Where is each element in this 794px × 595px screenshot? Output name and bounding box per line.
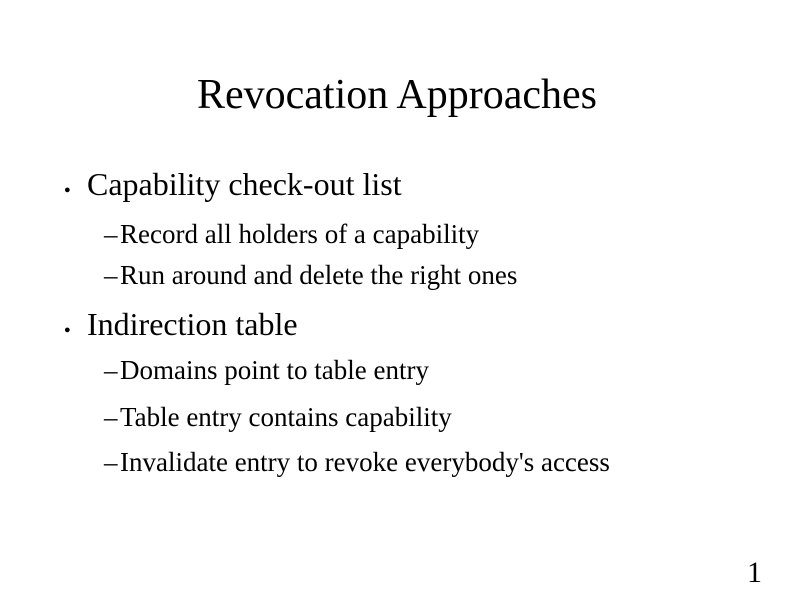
dash-icon: –	[104, 260, 118, 290]
sub-bullet-item-text: Invalidate entry to revoke everybody's a…	[120, 447, 610, 477]
bullet-icon: ●	[64, 324, 71, 336]
dash-icon: –	[104, 219, 118, 249]
sub-bullet-item: – Record all holders of a capability	[0, 221, 794, 248]
bullet-item: ● Capability check-out list	[0, 168, 794, 200]
sub-bullet-item: – Invalidate entry to revoke everybody's…	[0, 449, 794, 476]
sub-bullet-item-text: Record all holders of a capability	[120, 219, 480, 249]
bullet-item-text: Capability check-out list	[87, 166, 402, 202]
dash-icon: –	[104, 355, 118, 385]
dash-icon: –	[104, 402, 118, 432]
bullet-item-text: Indirection table	[87, 306, 298, 342]
sub-bullet-item-text: Run around and delete the right ones	[120, 260, 518, 290]
slide-title: Revocation Approaches	[196, 72, 598, 118]
bullet-item: ● Indirection table	[0, 308, 794, 340]
dash-icon: –	[104, 447, 118, 477]
sub-bullet-item: – Domains point to table entry	[0, 357, 794, 384]
page-number: 1	[747, 556, 762, 589]
sub-bullet-item-text: Domains point to table entry	[120, 355, 429, 385]
sub-bullet-item-text: Table entry contains capability	[120, 402, 452, 432]
sub-bullet-item: – Table entry contains capability	[0, 404, 794, 431]
sub-bullet-item: – Run around and delete the right ones	[0, 262, 794, 289]
bullet-icon: ●	[64, 184, 71, 196]
